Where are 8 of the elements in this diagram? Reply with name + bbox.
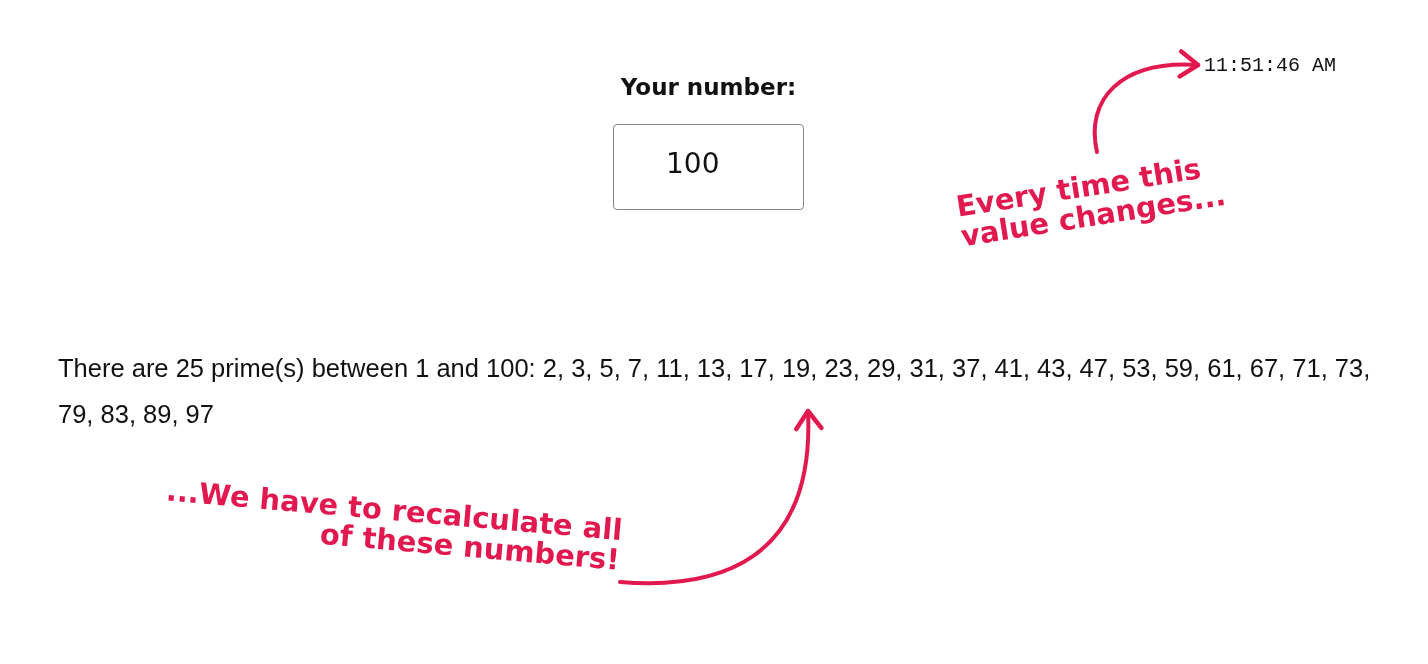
annotation-note: ...We have to recalculate all of these numbers!	[156, 475, 624, 615]
number-input-field: 100	[613, 124, 804, 210]
annotation-note: Every time this value changes...	[954, 145, 1266, 291]
clock-time: 11:51:46 AM	[1198, 54, 1388, 80]
field-label: Your number:	[619, 74, 798, 100]
curved-arrow	[1092, 49, 1201, 154]
curved-arrow	[618, 408, 823, 586]
prime-list-text: There are 25 prime(s) between 1 and 100: 2, 3, 5, 7, 11, 13, 17, 19, 23, 29, 31, 37, 41, 43, 47, 53, 59, 61, 67, 71, 73, 79, 83, 89, 97	[58, 345, 1388, 435]
